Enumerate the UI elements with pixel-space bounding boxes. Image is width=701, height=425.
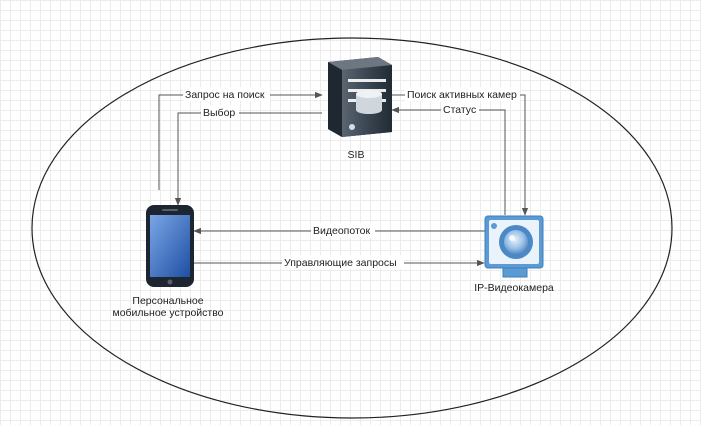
mobile-label-line2: мобильное устройство (112, 307, 223, 319)
label-selection: Выбор (203, 107, 235, 119)
smartphone-icon (146, 205, 194, 287)
label-video-stream: Видеопоток (313, 225, 371, 237)
label-search-active-cameras: Поиск активных камер (407, 89, 517, 101)
server-node: SIB (328, 57, 392, 161)
server-label: SIB (348, 149, 365, 161)
network-boundary-ellipse (31, 37, 673, 419)
mobile-label-line1: Персональное (132, 295, 203, 307)
label-control-requests: Управляющие запросы (284, 257, 397, 269)
camera-node: IP-Видеокамера (474, 215, 554, 294)
ip-camera-icon (484, 215, 544, 278)
edge-labels: Запрос на поиск Выбор Поиск активных кам… (183, 87, 520, 269)
edge-status (391, 106, 506, 215)
label-status: Статус (443, 104, 476, 116)
label-search-request: Запрос на поиск (185, 89, 265, 101)
camera-label: IP-Видеокамера (474, 282, 554, 294)
mobile-node: Персональное мобильное устройство (112, 205, 224, 319)
server-icon (328, 57, 392, 137)
edge-selection (174, 112, 322, 206)
edge-search-request (158, 91, 323, 190)
